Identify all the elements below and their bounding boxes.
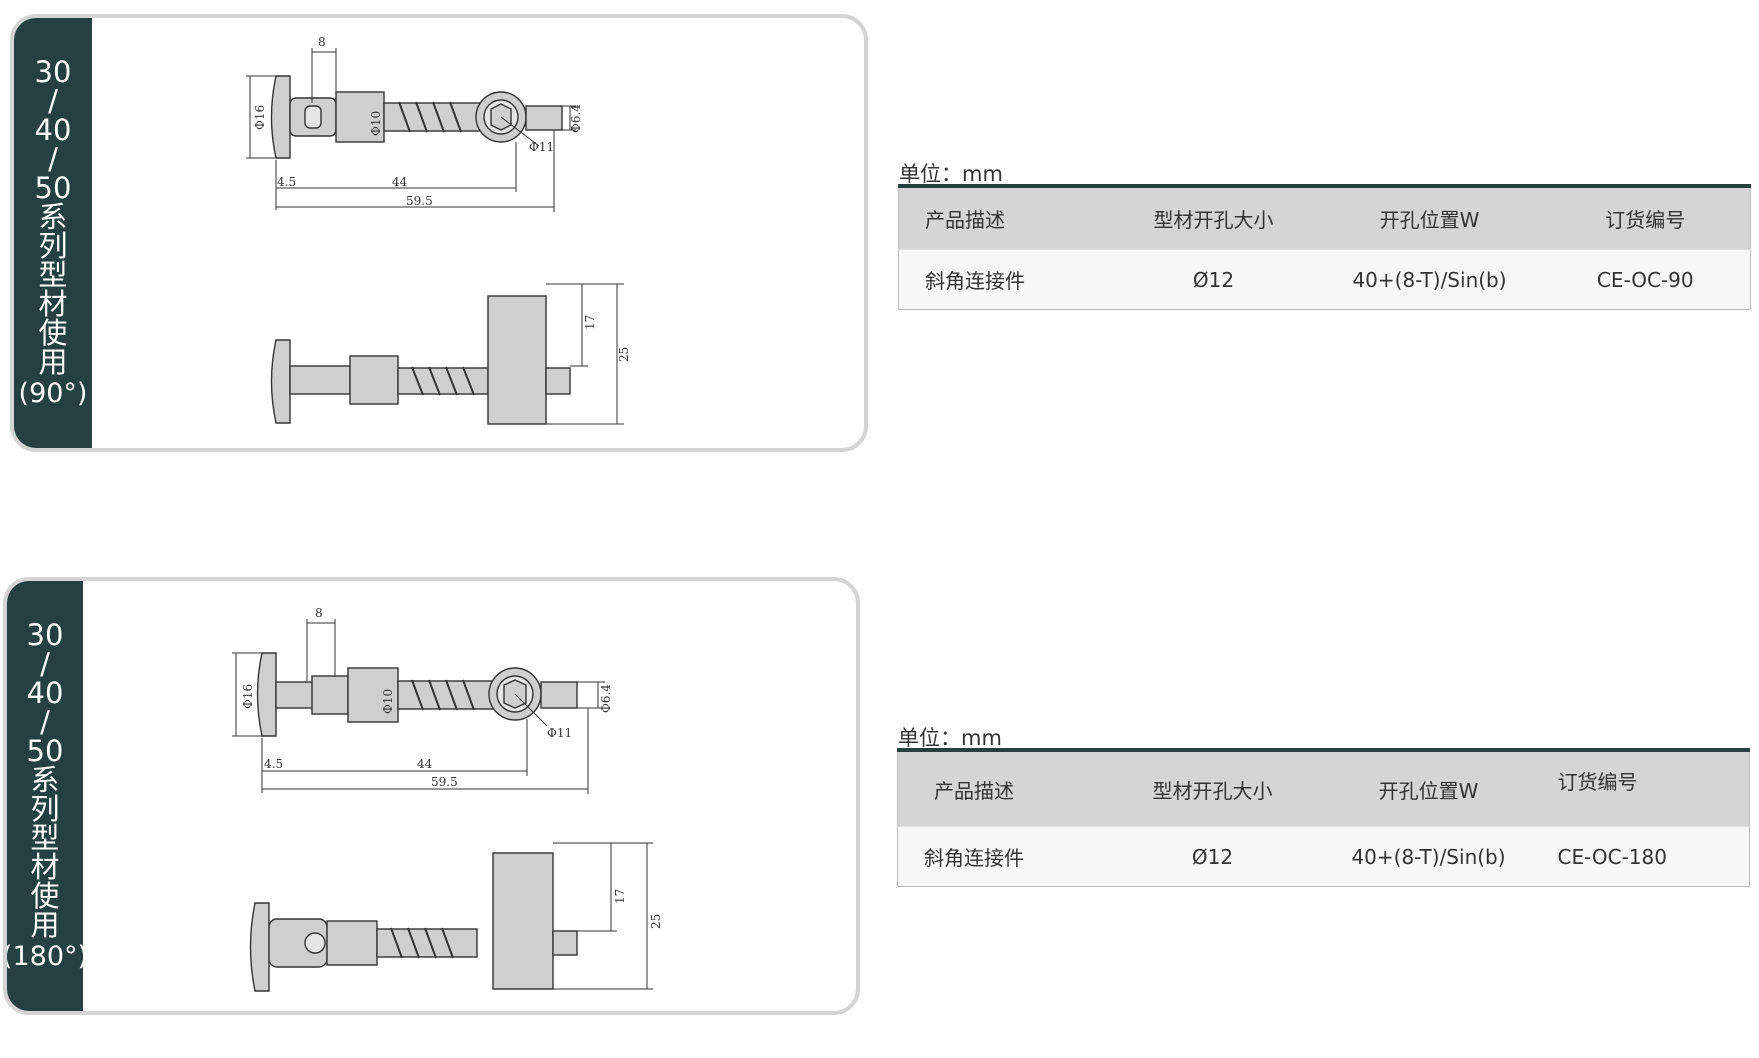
series-30: 30 [26,618,64,652]
header-hole-size: 型材开孔大小 [1108,186,1319,250]
series-50: 50 [34,171,72,205]
dim-body-dia: Φ10 [381,689,395,714]
dim-head-dia: Φ16 [241,684,255,709]
body-sleeve-side [326,920,378,966]
head-flange [256,652,277,737]
series-slash: / [40,647,50,681]
pin-hole [304,932,326,954]
cell-order-code: CE-OC-90 [1540,249,1751,310]
spring-coil-side [411,366,475,396]
spring-coil [411,679,475,711]
series-char: 用 [30,908,60,942]
series-40: 40 [26,676,64,710]
dim-block-h: 17 [583,315,597,330]
head-flange-side [270,339,291,424]
cell-description: 斜角连接件 [897,826,1108,887]
series-char: 列 [30,792,60,826]
dim-tip-dia: Φ6.4 [569,104,583,133]
spring-shaft-side [397,367,489,395]
t-block [492,852,554,990]
series-char: 系 [38,200,68,234]
series-angle: (90°) [18,378,88,409]
series-char: 使 [30,879,60,913]
series-char: 使 [38,316,68,350]
body-sleeve [347,667,399,723]
table-header-row: 产品描述 型材开孔大小 开孔位置W 订货编号 [897,750,1750,827]
spring-coil-side [390,927,454,959]
unit-label: 单位：mm [898,726,1002,750]
spec-table-90: 产品描述 型材开孔大小 开孔位置W 订货编号 斜角连接件 Ø12 40+(8-T… [898,184,1751,310]
slot-hole [304,105,322,129]
tip-pin [525,105,563,131]
cell-hole-size: Ø12 [1107,826,1318,887]
dim-block-h: 17 [613,889,627,904]
series-tab: 30 / 40 / 50 系 列 型 材 使 用 (90°) [14,18,92,448]
series-char: 材 [38,287,68,321]
dim-head-dia: Φ16 [253,105,267,130]
table-header-row: 产品描述 型材开孔大小 开孔位置W 订货编号 [898,186,1751,250]
series-char: 型 [38,258,68,292]
drawing-card-90: 30 / 40 / 50 系 列 型 材 使 用 (90°) [10,14,868,452]
header-hole-position: 开孔位置W [1317,750,1540,827]
clevis [311,675,349,715]
header-description: 产品描述 [898,186,1109,250]
header-hole-position: 开孔位置W [1318,186,1541,250]
dim-block-total: 25 [617,347,631,362]
unit-label: 单位：mm [899,162,1003,186]
dim-block-total: 25 [649,914,663,929]
dim-screw-dia: Φ11 [529,140,554,154]
cell-hole-position: 40+(8-T)/Sin(b) [1318,249,1541,310]
shaft-side [289,365,351,395]
technical-drawing-90: 8 Φ16 Φ10 Φ6.4 Φ11 4.5 44 59.5 17 25 [246,35,631,425]
head-flange [270,75,291,159]
head-flange-side [249,902,270,992]
body-sleeve-side [349,355,399,405]
series-char: 材 [30,850,60,884]
tip-pin-side [552,930,578,956]
series-slash: / [40,705,50,739]
dim-head-len: 4.5 [264,757,283,771]
dim-head-len: 4.5 [277,175,296,189]
dim-total-len: 59.5 [431,775,458,789]
t-block [487,295,547,425]
series-angle: (180°) [3,941,89,972]
dim-total-len: 59.5 [406,194,433,208]
header-order-code: 订货编号 [1540,186,1751,250]
series-50: 50 [26,734,64,768]
dim-body-dia: Φ10 [369,111,383,136]
header-description: 产品描述 [897,750,1108,827]
dim-top-width: 8 [315,606,323,620]
cell-order-code: CE-OC-180 [1539,826,1750,887]
tip-pin-side [545,367,571,395]
dim-mid-len: 44 [392,175,408,189]
series-tab: 30 / 40 / 50 系 列 型 材 使 用 (180°) [7,581,88,1011]
spec-table-180: 产品描述 型材开孔大小 开孔位置W 订货编号 斜角连接件 Ø12 40+(8-T… [897,748,1750,887]
cell-hole-position: 40+(8-T)/Sin(b) [1317,826,1540,887]
technical-drawing-180: 8 Φ16 Φ10 Φ6.4 Φ11 4.5 44 59.5 17 25 [232,606,663,992]
series-30: 30 [34,55,72,89]
header-hole-size: 型材开孔大小 [1107,750,1318,827]
spring-coil [398,101,462,133]
header-order-code: 订货编号 [1539,750,1750,827]
series-char: 型 [30,821,60,855]
series-slash: / [48,84,58,118]
tip-pin [540,681,578,709]
series-40: 40 [34,113,72,147]
body-sleeve [335,91,385,143]
table-row: 斜角连接件 Ø12 40+(8-T)/Sin(b) CE-OC-180 [897,826,1750,887]
dim-screw-dia: Φ11 [547,726,572,740]
cell-hole-size: Ø12 [1108,249,1319,310]
series-slash: / [48,142,58,176]
series-char: 用 [38,345,68,379]
drawing-card-180: 30 / 40 / 50 系 列 型 材 使 用 (180°) [3,577,860,1015]
series-char: 列 [38,229,68,263]
dim-mid-len: 44 [417,757,433,771]
cell-description: 斜角连接件 [898,249,1109,310]
table-row: 斜角连接件 Ø12 40+(8-T)/Sin(b) CE-OC-90 [898,249,1751,310]
series-char: 系 [30,763,60,797]
dim-top-width: 8 [318,35,326,49]
dim-tip-dia: Φ6.4 [599,684,613,713]
